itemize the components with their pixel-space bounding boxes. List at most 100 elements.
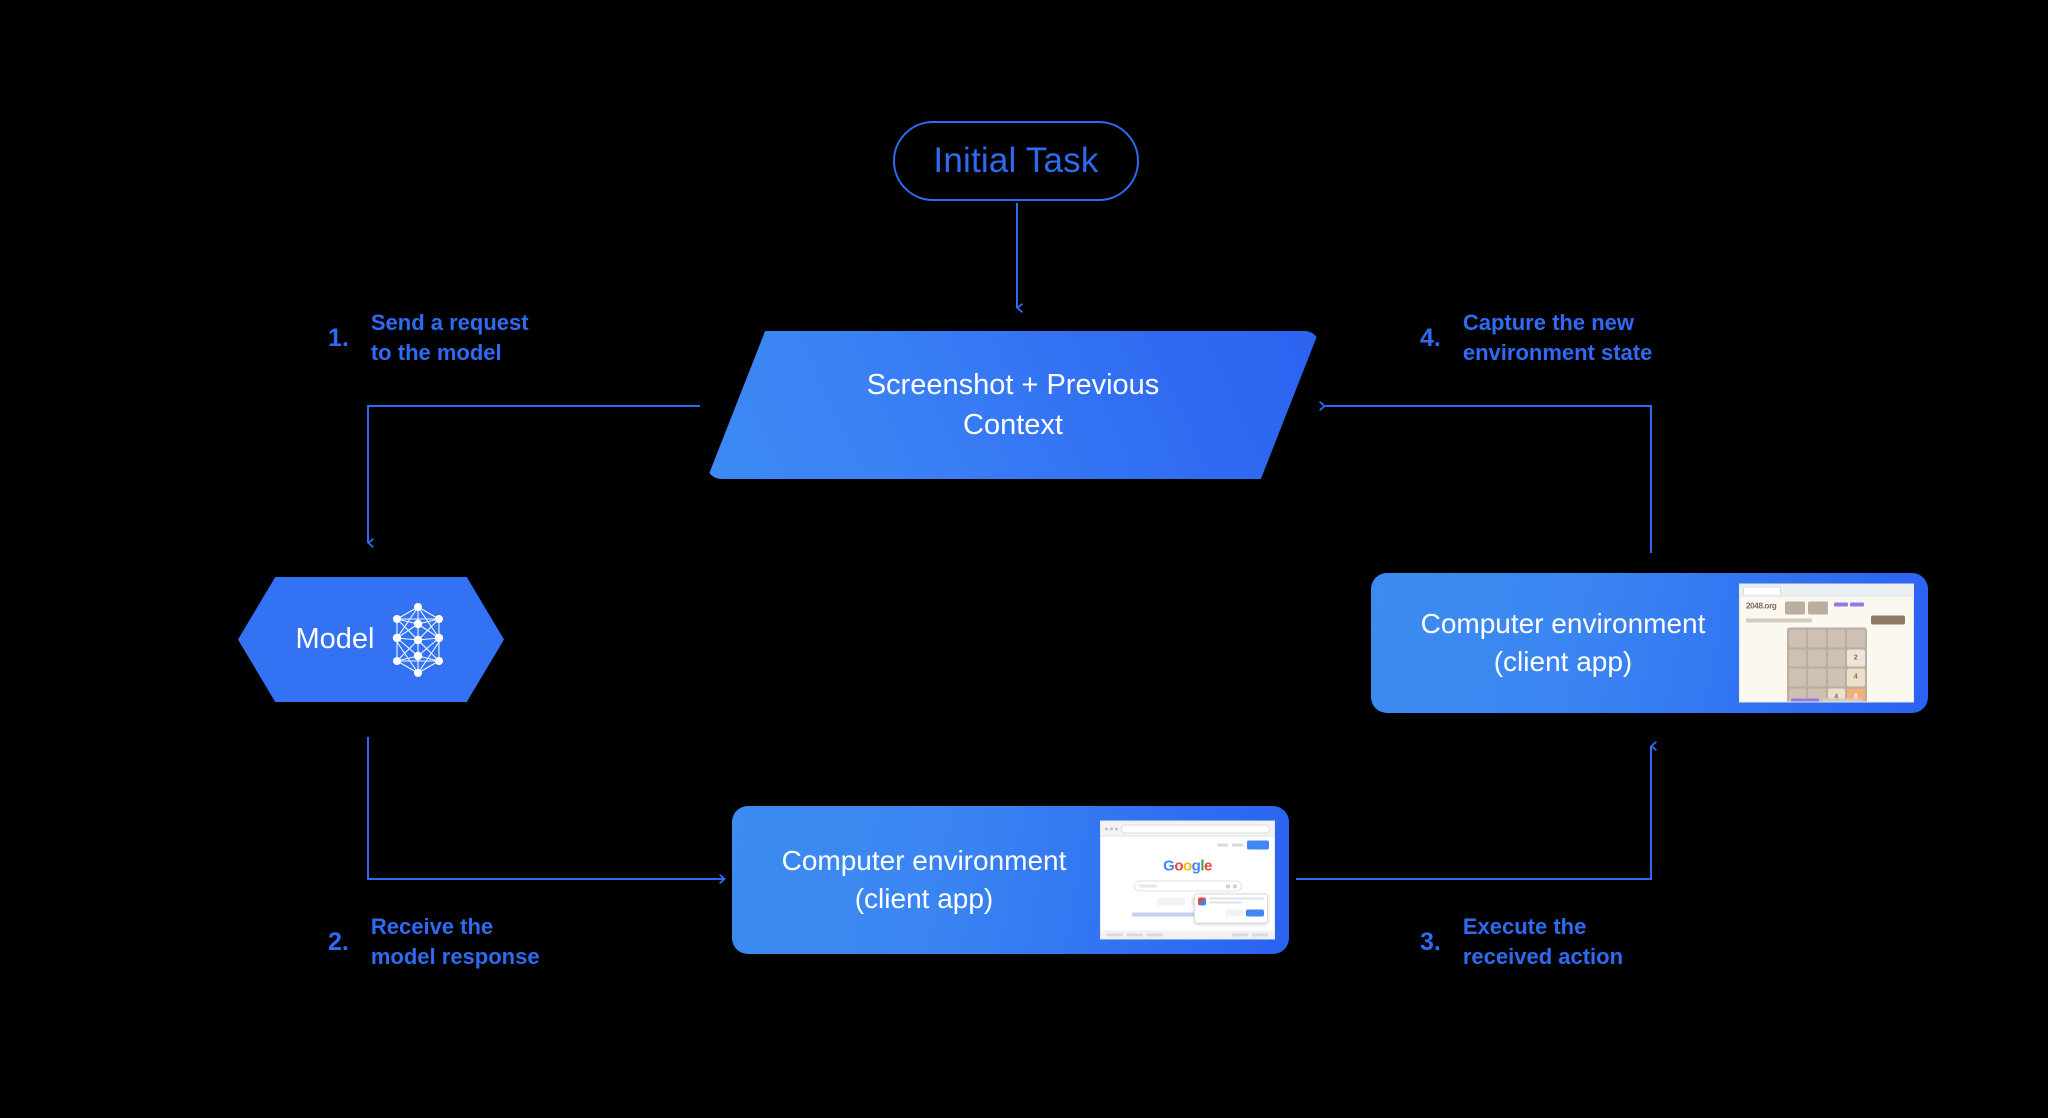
2048-cell — [1808, 668, 1826, 686]
google-page: Google — [1101, 836, 1274, 939]
2048-cell — [1788, 649, 1806, 667]
model-node-shape — [238, 577, 504, 702]
2048-best-box — [1807, 601, 1828, 615]
google-logo-letter: l — [1200, 857, 1204, 875]
2048-header: 2048.org — [1740, 597, 1913, 615]
context-node[interactable]: Screenshot + Previous Context — [707, 331, 1319, 479]
google-logo-letter: o — [1182, 857, 1192, 875]
2048-cell — [1827, 668, 1845, 686]
popup-app-icon — [1198, 897, 1206, 906]
footer-link — [1232, 933, 1248, 937]
2048-cell — [1788, 688, 1806, 702]
google-logo-letter: e — [1204, 857, 1212, 875]
2048-footer — [1740, 698, 1913, 702]
wire-context-to-model — [367, 405, 700, 548]
2048-cell — [1788, 668, 1806, 686]
2048-footer-text — [1822, 698, 1862, 702]
initial-task-node[interactable]: Initial Task — [893, 121, 1139, 201]
camera-icon — [1232, 884, 1237, 888]
2048-instructions — [1746, 618, 1812, 622]
popup-text — [1209, 897, 1264, 906]
2048-grid: 2 4 4 8 — [1786, 627, 1867, 702]
google-popup-dialog — [1194, 893, 1268, 924]
footer-link — [1147, 933, 1163, 937]
2048-cell — [1808, 629, 1826, 647]
footer-link — [1127, 933, 1143, 937]
google-images-link — [1232, 843, 1243, 847]
2048-tile: 4 — [1827, 688, 1845, 702]
step-2: 2. Receive the model response — [328, 912, 540, 972]
google-gmail-link — [1217, 843, 1228, 847]
2048-tile: 4 — [1847, 668, 1865, 686]
neural-network-icon — [389, 602, 447, 678]
step-4: 4. Capture the new environment state — [1420, 308, 1652, 368]
2048-score-box — [1784, 601, 1805, 615]
2048-logo: 2048.org — [1746, 601, 1777, 611]
google-search-box — [1133, 880, 1242, 892]
google-search-button — [1156, 897, 1185, 906]
browser-forward-icon — [1110, 827, 1113, 830]
2048-tile: 8 — [1847, 688, 1865, 702]
microphone-icon — [1225, 884, 1230, 888]
google-offer-line — [1131, 912, 1244, 917]
2048-cell — [1788, 629, 1806, 647]
2048-header-link — [1833, 602, 1848, 607]
2048-header-links — [1833, 602, 1864, 607]
google-sign-in-button — [1247, 840, 1269, 850]
popup-text-line — [1209, 897, 1264, 900]
computer-environment-card-top-right[interactable]: Computer environment (client app) 2048.o… — [1371, 573, 1928, 713]
2048-subheader — [1740, 615, 1913, 625]
2048-tile: 2 — [1847, 649, 1865, 667]
2048-cell — [1847, 629, 1865, 647]
google-top-nav — [1101, 837, 1274, 850]
wire-env-top-to-context — [1319, 401, 1652, 553]
thumbnail-2048-game: 2048.org — [1739, 583, 1914, 703]
wire-model-to-env-bottom — [367, 737, 726, 884]
popup-confirm-button — [1246, 909, 1264, 917]
context-node-shape — [707, 331, 1319, 479]
2048-score-boxes — [1784, 601, 1828, 615]
initial-task-label: Initial Task — [933, 141, 1099, 180]
google-logo-letter: o — [1174, 857, 1183, 875]
popup-dismiss-button — [1225, 909, 1243, 917]
browser-back-icon — [1105, 827, 1108, 830]
step-2-text: Receive the model response — [370, 914, 540, 969]
search-placeholder — [1138, 884, 1157, 888]
step-4-number: 4. — [1420, 323, 1441, 352]
browser-chrome-bar — [1101, 821, 1274, 837]
env-top-right-label: Computer environment (client app) — [1393, 605, 1733, 681]
browser-reload-icon — [1115, 827, 1118, 830]
wire-env-bottom-to-env-top — [1296, 741, 1657, 880]
env-top-right-line-1: Computer environment — [1420, 608, 1706, 639]
google-logo: Google — [1101, 858, 1274, 875]
env-bottom-line-2: (client app) — [854, 883, 994, 914]
model-node-content: Model — [238, 577, 504, 702]
footer-links-left — [1107, 933, 1163, 937]
2048-cell — [1808, 649, 1826, 667]
popup-buttons — [1198, 909, 1264, 917]
2048-cell — [1808, 688, 1826, 702]
footer-link — [1107, 933, 1123, 937]
step-1: 1. Send a request to the model — [328, 308, 529, 368]
browser-address-bar — [1121, 824, 1270, 833]
popup-text-line — [1209, 901, 1242, 904]
popup-row — [1198, 897, 1264, 906]
env-bottom-label: Computer environment (client app) — [754, 842, 1094, 918]
browser-tab — [1743, 586, 1781, 594]
model-node-label: Model — [295, 623, 375, 655]
browser-nav-dots — [1105, 827, 1118, 830]
2048-cell — [1827, 649, 1845, 667]
step-1-text: Send a request to the model — [370, 310, 529, 365]
step-4-text: Capture the new environment state — [1462, 310, 1653, 365]
model-node[interactable]: Model — [238, 577, 504, 702]
context-node-text: Screenshot + Previous Context — [707, 331, 1319, 479]
google-footer — [1101, 930, 1274, 939]
browser-chrome-bar — [1740, 584, 1913, 597]
google-logo-letter: G — [1163, 857, 1175, 875]
env-top-right-line-2: (client app) — [1493, 646, 1633, 677]
env-bottom-line-1: Computer environment — [781, 845, 1067, 876]
search-input-icons — [1225, 884, 1237, 888]
computer-environment-card-bottom[interactable]: Computer environment (client app) — [732, 806, 1289, 954]
step-2-number: 2. — [328, 927, 349, 956]
